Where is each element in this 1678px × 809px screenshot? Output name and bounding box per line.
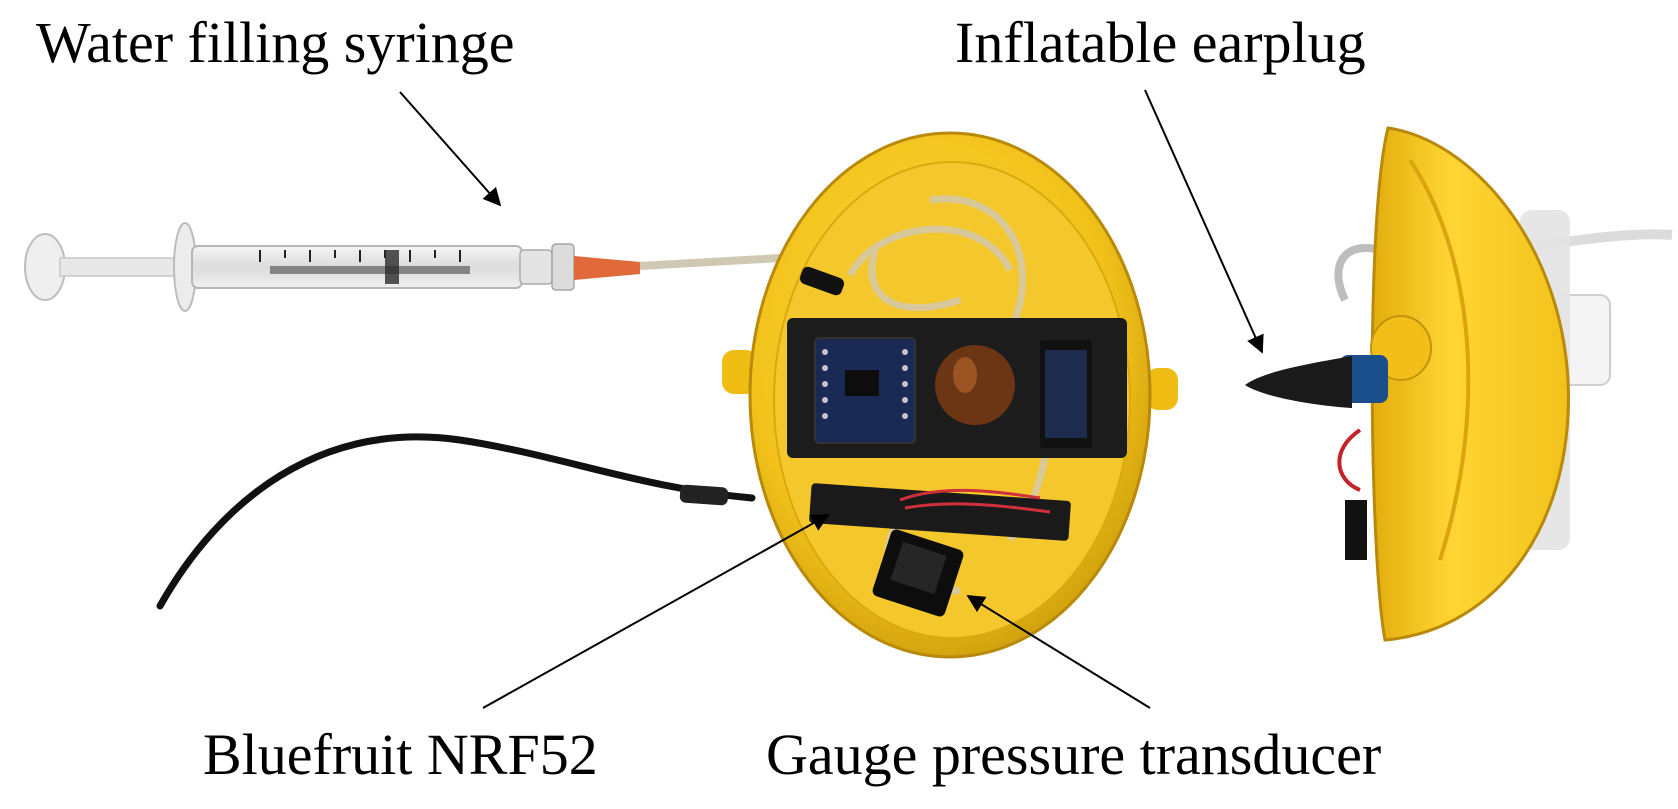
label-water-filling-syringe: Water filling syringe [36,10,515,75]
syringe-tube [639,254,781,270]
arrow-transducer [966,595,1151,709]
earplug-housing-side [1245,126,1673,642]
syringe-tip [574,256,640,280]
syringe-print [270,266,470,274]
arrow-syringe [399,91,502,207]
black-cable [156,433,756,610]
arrow-earplug [1144,89,1264,354]
syringe-hub [519,249,553,285]
syringe-plunger-thumb [24,233,66,301]
inflatable-earplug-tip [1245,356,1352,408]
syringe-object [24,222,781,312]
arrow-nrf52 [482,514,830,709]
label-bluefruit-nrf52: Bluefruit NRF52 [203,722,598,787]
nrf52-board [809,483,1071,541]
earplug-housing-open [722,131,1178,659]
annotation-arrows [399,89,1264,709]
syringe-plunger-rod [59,257,181,277]
label-inflatable-earplug: Inflatable earplug [955,10,1366,75]
syringe-plunger-seal [385,250,399,284]
label-gauge-pressure-transducer: Gauge pressure transducer [766,722,1382,787]
